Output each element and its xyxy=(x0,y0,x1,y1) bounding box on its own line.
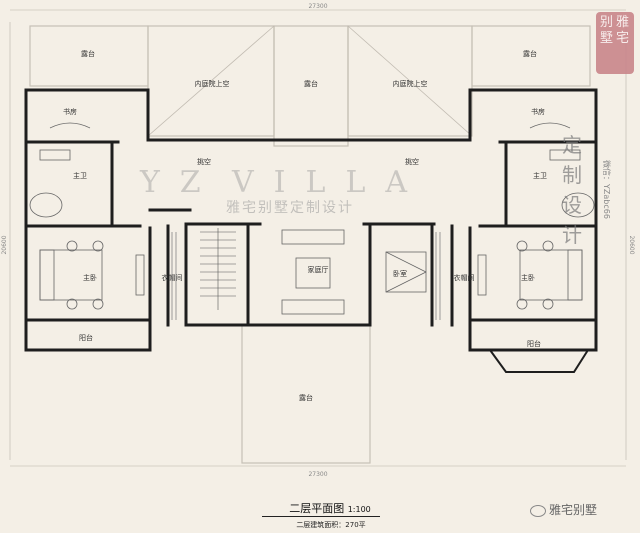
plan-scale: 1:100 xyxy=(347,505,371,514)
closet-rails xyxy=(171,232,441,320)
furniture xyxy=(29,122,595,315)
label-void-right: 挑空 xyxy=(405,157,419,166)
label-bath-left: 主卫 xyxy=(73,171,87,180)
vertical-char-3: 设 xyxy=(562,193,582,217)
dim-bottom: 27300 xyxy=(308,471,327,478)
label-study-left: 书房 xyxy=(63,107,77,116)
stamp-char-1: 雅 xyxy=(616,15,630,30)
label-inner-court-right: 内庭院上空 xyxy=(393,79,428,88)
label-study-right: 书房 xyxy=(531,107,545,116)
watermark-tagline: 雅宅别墅定制设计 xyxy=(226,200,354,216)
walls xyxy=(24,88,598,352)
stamp-char-4: 墅 xyxy=(600,31,614,46)
stamp-char-2: 宅 xyxy=(616,31,630,46)
watermark-villa: VILLA xyxy=(231,165,427,200)
brand-name: 雅宅别墅 xyxy=(549,503,598,517)
label-terrace-nw: 露台 xyxy=(81,49,95,58)
label-balcony-right: 阳台 xyxy=(527,339,541,348)
stair-treads xyxy=(200,228,236,310)
label-bed-left: 主卧 xyxy=(83,273,97,282)
label-inner-court-left: 内庭院上空 xyxy=(195,79,230,88)
seal-stamp: 雅 宅 别 墅 xyxy=(596,12,634,74)
plan-title: 二层平面图 1:100 xyxy=(260,500,400,516)
label-bed-right: 主卧 xyxy=(521,273,535,282)
label-bedroom: 卧室 xyxy=(393,269,407,278)
vertical-char-4: 计 xyxy=(562,223,582,247)
floor-area: 二层建筑面积：270平 xyxy=(296,521,366,529)
stamp-char-3: 别 xyxy=(600,15,614,30)
dimension-lines xyxy=(9,9,627,467)
plan-title-main: 二层平面图 xyxy=(289,502,345,515)
dim-left: 20600 xyxy=(1,235,8,254)
label-closet-right: 衣帽间 xyxy=(454,273,475,282)
dim-top: 27300 xyxy=(308,3,327,10)
label-void-left: 挑空 xyxy=(197,157,211,166)
label-bath-right: 主卫 xyxy=(533,171,547,180)
terrace-outlines xyxy=(29,25,591,464)
label-terrace-ne: 露台 xyxy=(523,49,537,58)
dim-right: 20600 xyxy=(628,235,635,254)
vertical-char-1: 定 xyxy=(562,133,582,157)
title-underline xyxy=(262,516,380,517)
label-terrace-center: 露台 xyxy=(304,79,318,88)
brand-signature: 雅宅别墅 xyxy=(530,500,640,520)
vertical-char-2: 制 xyxy=(562,163,582,187)
label-family-hall: 家庭厅 xyxy=(308,265,329,274)
wechat-icon xyxy=(530,504,546,517)
label-balcony-left: 阳台 xyxy=(79,333,93,342)
label-terrace-south: 露台 xyxy=(299,393,313,402)
watermark-yz: YZ xyxy=(139,165,221,200)
label-closet-left: 衣帽间 xyxy=(162,273,183,282)
wechat-id: 微信：YZabc66 xyxy=(602,160,612,219)
balcony-bay-right xyxy=(489,349,589,373)
